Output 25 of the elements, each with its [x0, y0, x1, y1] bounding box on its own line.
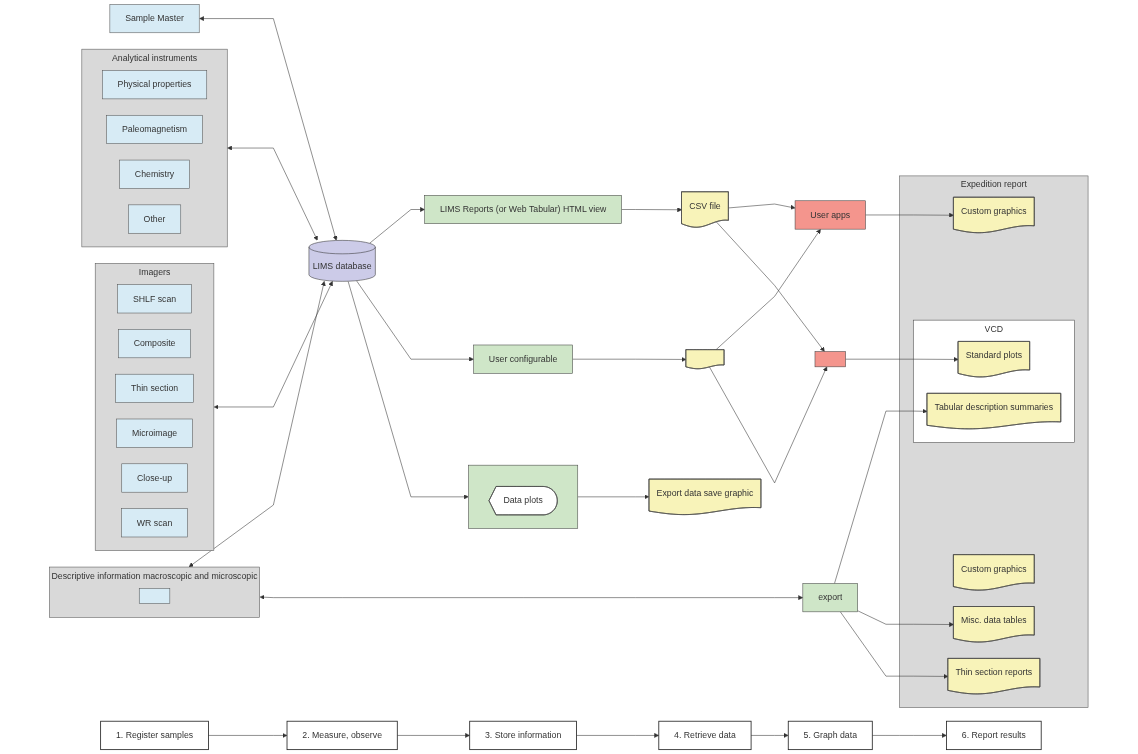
- node-box: Chemistry: [119, 159, 191, 189]
- node-box: [815, 351, 847, 368]
- node-box: 2. Measure, observe: [286, 720, 398, 751]
- node-box: 3. Store information: [469, 720, 578, 751]
- node-box: 1. Register samples: [100, 720, 210, 751]
- node-box: WR scan: [121, 508, 189, 538]
- node-box: 5. Graph data: [788, 720, 873, 751]
- node-box: 4. Retrieve data: [658, 720, 752, 751]
- node-box: export: [802, 583, 859, 613]
- cluster: Descriptive information macroscopic and microscopic: [49, 566, 261, 618]
- node-box: Physical properties: [102, 70, 208, 100]
- node-box: Composite: [118, 329, 192, 359]
- node-box: Sample Master: [109, 4, 200, 34]
- node-box: Microimage: [116, 418, 193, 448]
- node-box: Other: [128, 204, 182, 234]
- node-box: Paleomagnetism: [106, 115, 203, 144]
- node-box: Close-up: [121, 463, 188, 493]
- node-box: SHLF scan: [117, 284, 192, 314]
- node-box: LIMS Reports (or Web Tabular) HTML view: [424, 195, 623, 224]
- node-box: 6. Report results: [946, 720, 1042, 751]
- node-box: User configurable: [473, 344, 574, 374]
- node-box: [139, 588, 171, 604]
- node-box: User apps: [795, 200, 867, 230]
- node-box: Thin section: [115, 373, 194, 403]
- cluster: [468, 464, 579, 529]
